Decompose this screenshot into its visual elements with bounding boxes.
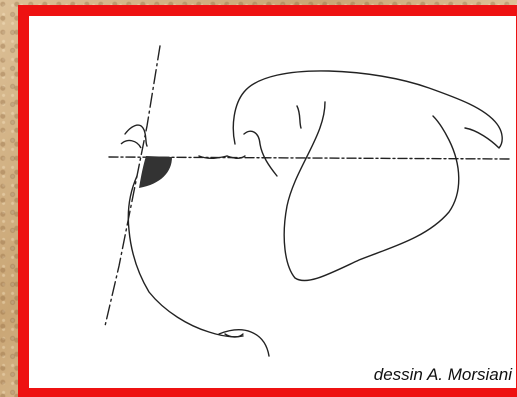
jowl-line: [219, 330, 269, 356]
nose-tip: [121, 141, 141, 148]
muzzle-front: [128, 176, 243, 337]
caption-text: dessin A. Morsiani: [372, 365, 514, 385]
ear-outline: [284, 102, 459, 281]
dog-head-drawing: [29, 16, 516, 388]
ear-crease: [297, 106, 301, 128]
eye-outline: [244, 131, 277, 176]
red-frame: dessin A. Morsiani: [18, 5, 517, 397]
stop-shading: [139, 156, 172, 188]
head-outline: [233, 71, 502, 148]
